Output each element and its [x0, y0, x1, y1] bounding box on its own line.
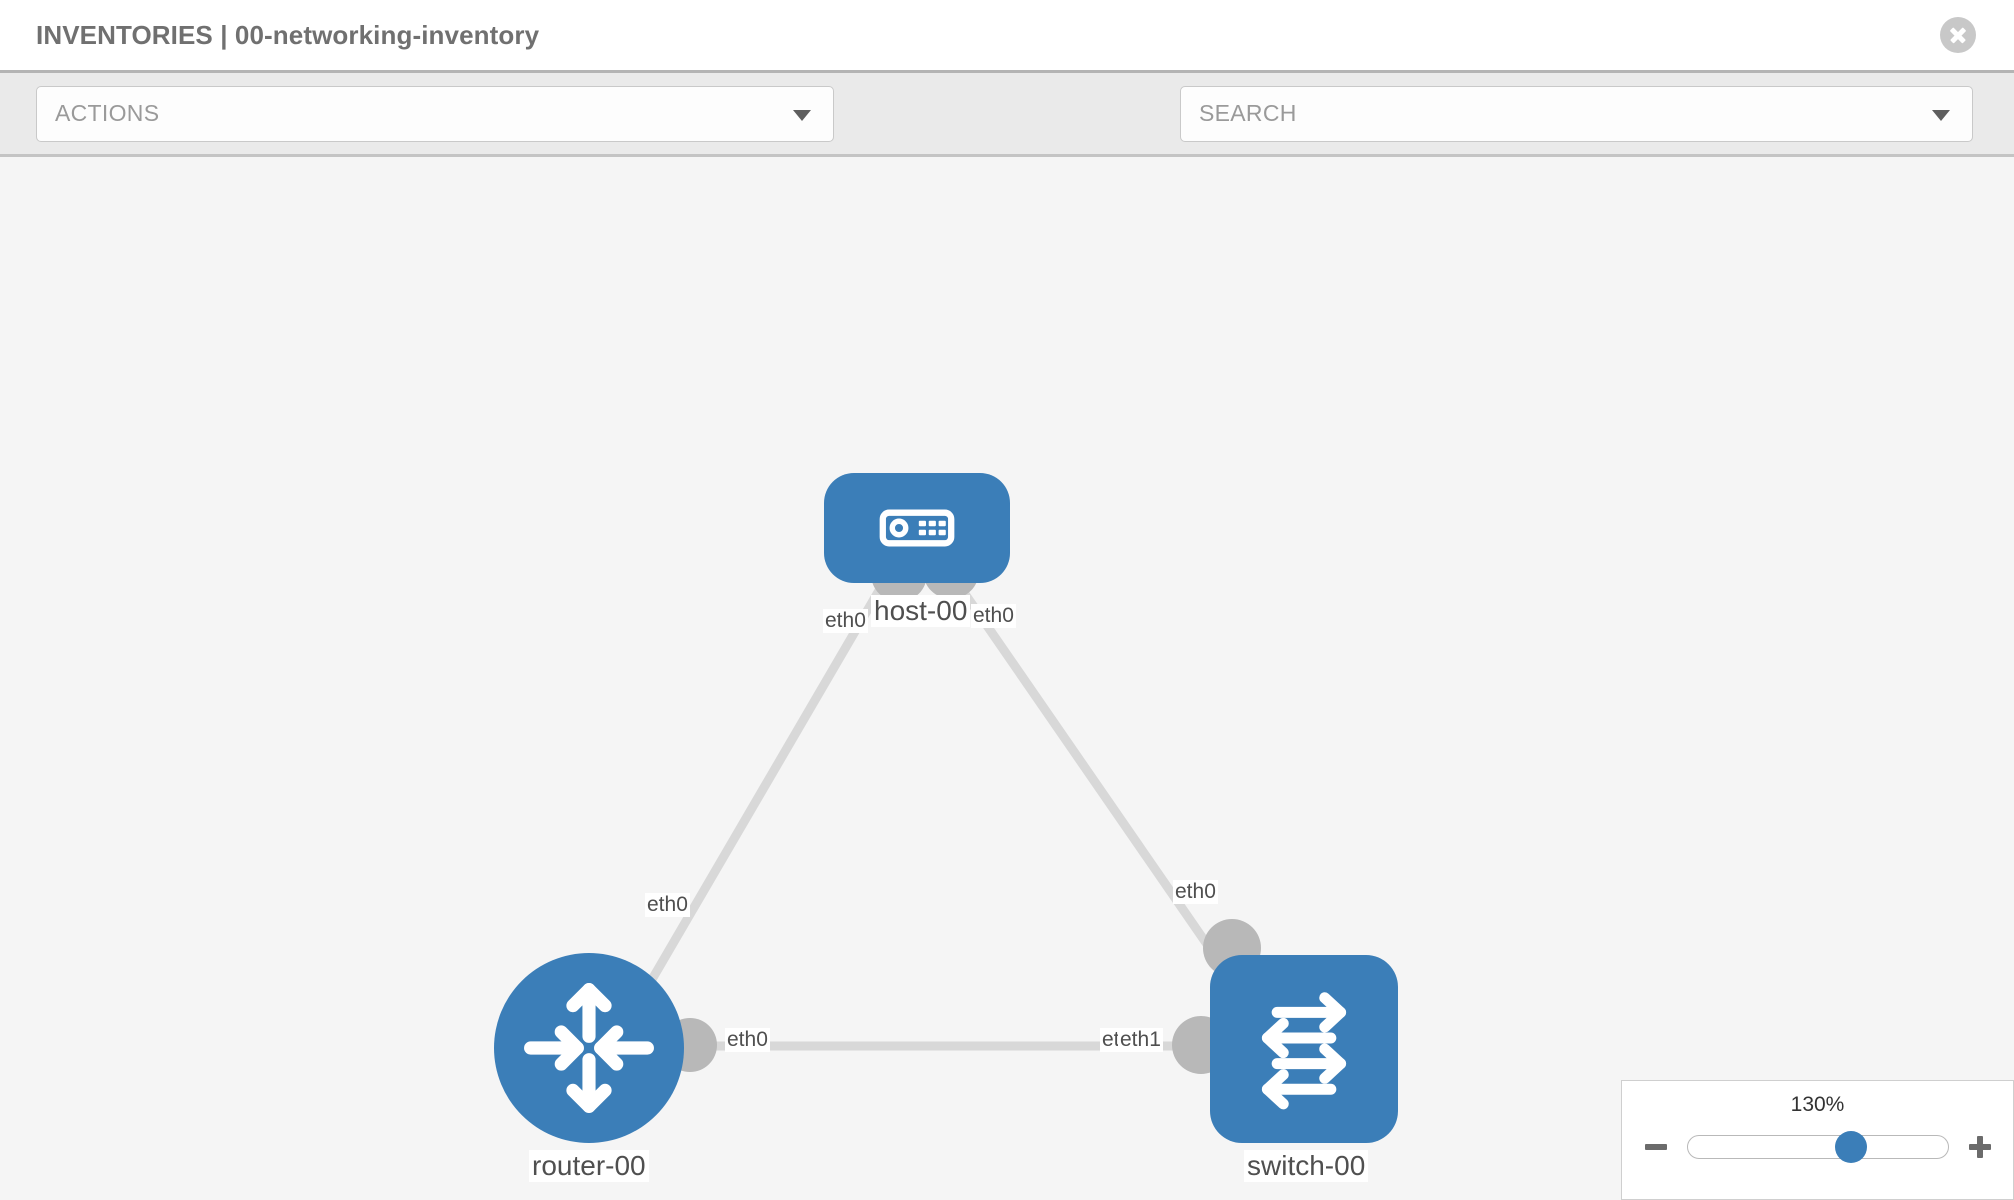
iface-label: eth0 [645, 893, 690, 917]
zoom-out-button[interactable] [1641, 1132, 1671, 1162]
topology-canvas[interactable]: eth0 eth0 eth0 eth0 eth0 eth eth1 host-0… [0, 157, 2014, 1200]
search-placeholder: SEARCH [1199, 100, 1297, 126]
topology-links [636, 572, 1246, 1051]
actions-dropdown-label: ACTIONS [55, 100, 160, 126]
iface-label: eth0 [971, 604, 1016, 628]
page-title: INVENTORIES | 00-networking-inventory [36, 19, 540, 50]
chevron-down-icon [793, 109, 811, 121]
close-icon[interactable] [1940, 17, 1976, 53]
search-input[interactable]: SEARCH [1180, 85, 1973, 142]
zoom-slider-thumb[interactable] [1835, 1131, 1868, 1163]
node-router-00[interactable] [494, 953, 684, 1143]
node-label-host: host-00 [871, 595, 971, 627]
iface-label: eth0 [1173, 880, 1218, 904]
toolbar: ACTIONS SEARCH [0, 70, 2014, 208]
zoom-slider-track[interactable] [1686, 1131, 1949, 1163]
chevron-down-icon [1932, 109, 1950, 121]
zoom-slider-row [1622, 1127, 2013, 1167]
zoom-in-button[interactable] [1965, 1132, 1995, 1162]
zoom-control-panel: 130% [1621, 1080, 2014, 1200]
node-host-00[interactable] [824, 473, 1010, 583]
node-label-switch: switch-00 [1244, 1150, 1369, 1182]
zoom-level-value: 130% [1790, 1093, 1845, 1116]
node-switch-00[interactable] [1210, 955, 1398, 1143]
iface-label: eth1 [1118, 1028, 1163, 1052]
node-label-router: router-00 [529, 1150, 649, 1182]
topology-graph [494, 473, 1398, 1143]
link-host-router[interactable] [636, 572, 892, 1003]
iface-label: eth0 [725, 1028, 770, 1052]
actions-dropdown[interactable]: ACTIONS [36, 85, 834, 142]
page-header: INVENTORIES | 00-networking-inventory [0, 0, 2014, 70]
iface-label: eth0 [823, 609, 868, 633]
link-host-switch[interactable] [948, 572, 1246, 998]
